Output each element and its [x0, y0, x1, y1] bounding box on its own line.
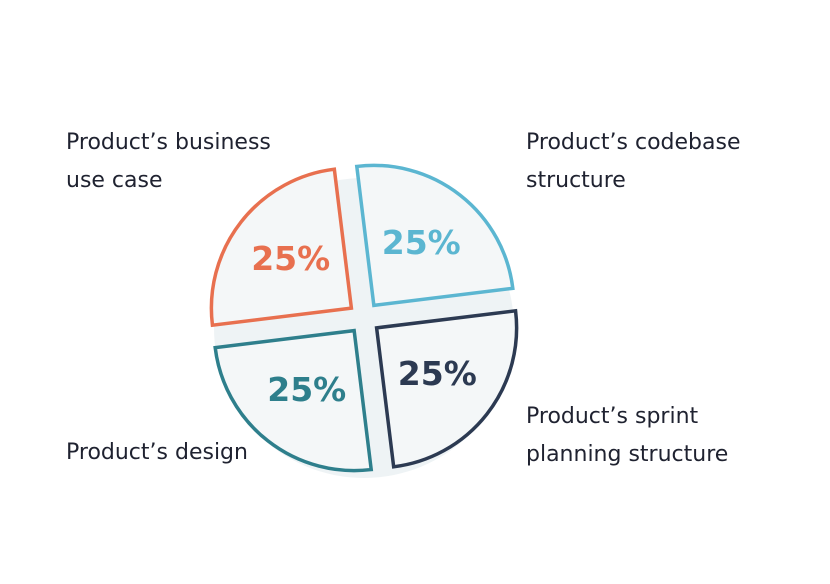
slice-label-codebase-structure: Product’s codebase structure — [526, 130, 741, 193]
slice-codebase-structure-value-label: 25% — [382, 223, 461, 262]
slice-sprint-planning-structure-value-label: 25% — [398, 354, 477, 393]
slice-label-design: Product’s design — [66, 440, 248, 465]
slice-label-sprint-planning-structure: Product’s sprint planning structure — [526, 404, 729, 467]
pie-percent-labels: 25% 25% 25% 25% — [251, 223, 477, 409]
slice-design — [213, 328, 374, 473]
slice-codebase-structure — [354, 163, 515, 308]
slice-business-use-case-value-label: 25% — [251, 239, 330, 278]
slice-label-business-use-case: Product’s business use case — [66, 130, 271, 193]
slice-design-value-label: 25% — [267, 370, 346, 409]
slice-sprint-planning-structure — [374, 308, 519, 469]
slice-business-use-case — [209, 167, 354, 328]
pie-slices — [209, 163, 519, 473]
